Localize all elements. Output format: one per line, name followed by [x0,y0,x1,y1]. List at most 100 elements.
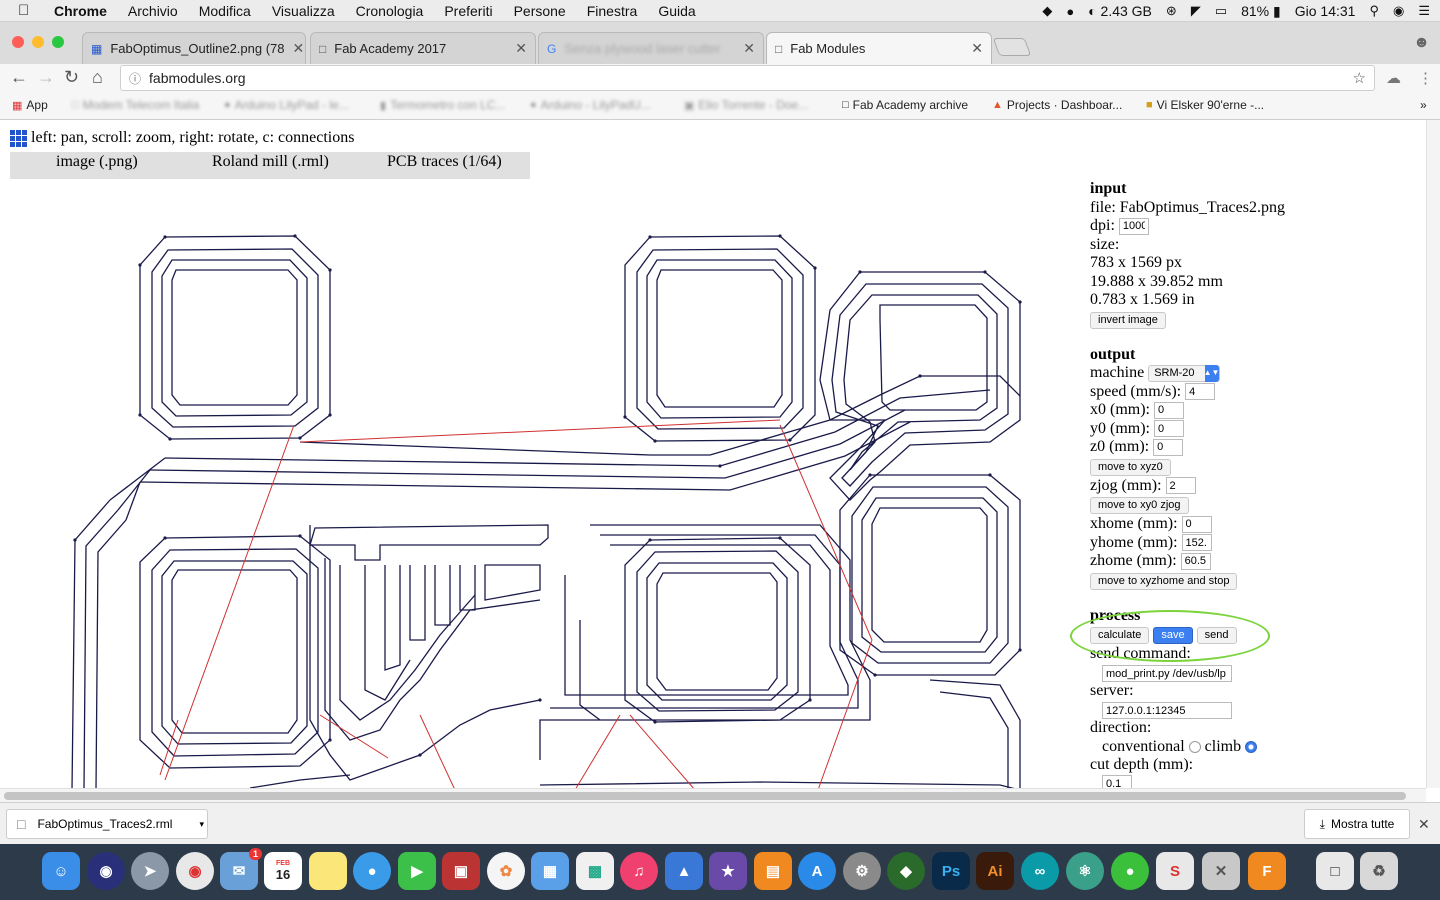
speed-input[interactable] [1185,383,1216,401]
menu-visualizza[interactable]: Visualizza [271,2,335,19]
menu-archivio[interactable]: Archivio [127,2,178,19]
launchpad-icon[interactable]: ➤ [131,852,169,890]
home-icon[interactable]: ⌂ [92,67,103,87]
move-to-xy0-zjog-button[interactable]: move to xy0 zjog [1090,497,1189,514]
photos-icon[interactable]: ✿ [487,852,525,890]
toolpath-canvas[interactable] [0,180,1080,791]
dpi-input[interactable] [1118,217,1149,235]
illustrator-icon[interactable]: Ai [976,852,1014,890]
download-options-icon[interactable]: ▾ [199,818,204,829]
bookmark-termometro[interactable]: ▮Termometro con LC... [380,98,506,112]
close-window-button[interactable] [12,36,24,48]
x0-input[interactable] [1154,401,1184,419]
menu-cronologia[interactable]: Cronologia [355,2,424,19]
vertical-scrollbar[interactable] [1426,120,1440,788]
mode-image-png[interactable]: image (.png) [56,153,138,170]
mode-pcb-traces[interactable]: PCB traces (1/64) [387,153,502,170]
bluetooth-icon[interactable]: ⊛ [1165,3,1177,18]
photo-booth-icon[interactable]: ▣ [442,852,480,890]
bookmark-elio[interactable]: ▣Elio Torrente - Doe... [684,98,809,112]
memory-status[interactable]: ◐ 2.43 GB [1088,3,1152,19]
conventional-radio[interactable] [1188,740,1201,753]
keynote-icon[interactable]: ▲ [665,852,703,890]
menu-preferiti[interactable]: Preferiti [444,2,493,19]
numbers-icon[interactable]: ▩ [576,852,614,890]
reload-icon[interactable]: ↻ [64,67,80,87]
address-bar[interactable]: ⓘ fabmodules.org ☆ [120,65,1375,91]
notes-icon[interactable] [309,852,347,890]
menu-modifica[interactable]: Modifica [198,2,251,19]
zjog-input[interactable] [1165,477,1196,495]
move-to-xyzhome-button[interactable]: move to xyzhome and stop [1090,572,1238,590]
tools-icon[interactable]: ✕ [1202,852,1240,890]
finder-icon[interactable]: ☺ [42,852,80,890]
imovie-icon[interactable]: ★ [709,852,747,890]
system-preferences-icon[interactable]: ⚙ [843,852,881,890]
facetime-icon[interactable]: ▶ [398,852,436,890]
yhome-input[interactable] [1181,534,1212,552]
zoom-window-button[interactable] [52,36,64,48]
siri-dock-icon[interactable]: ◉ [87,852,125,890]
bookmark-projects-dashboard[interactable]: ▲Projects · Dashboar... [992,98,1123,112]
menu-finestra[interactable]: Finestra [586,2,638,19]
menu-guida[interactable]: Guida [658,2,696,19]
close-tab-icon[interactable]: ✕ [971,40,983,56]
server-input[interactable] [1102,702,1232,719]
bookmark-arduino-lilypadu[interactable]: ●Arduino - LilyPadU... [530,98,651,112]
close-tab-icon[interactable]: ✕ [292,40,305,56]
chrome-dock-icon[interactable]: ◉ [176,852,214,890]
z0-input[interactable] [1153,438,1184,456]
close-tab-icon[interactable]: ✕ [743,40,755,56]
zhome-input[interactable] [1180,552,1211,570]
climb-radio[interactable] [1245,740,1258,753]
sublime-icon[interactable]: S [1156,852,1194,890]
tab-google-search[interactable]: G Senza plywood laser cutter ✕ [538,32,764,64]
fusion360-icon[interactable]: F [1248,852,1286,890]
siri-icon[interactable]: ◉ [1393,3,1405,18]
messages-icon[interactable]: ● [353,852,391,890]
ibooks-icon[interactable]: ▤ [754,852,792,890]
minimize-window-button[interactable] [32,36,44,48]
wifi-icon[interactable]: ◤ [1190,3,1201,18]
dropbox-icon[interactable]: ◆ [1042,3,1053,18]
chrome-menu-icon[interactable]: ⋮ [1418,70,1433,87]
itunes-icon[interactable]: ♫ [620,852,658,890]
machine-select[interactable]: SRM-20▲▼ [1148,364,1220,382]
extension-cloud-icon[interactable]: ☁ [1386,70,1401,87]
menu-persone[interactable]: Persone [513,2,566,19]
bookmark-apps[interactable]: ▦App [12,98,48,112]
close-shelf-icon[interactable]: ✕ [1418,816,1430,832]
bookmark-modem[interactable]: □Modem Telecom Italia [72,98,200,112]
bookmark-vi-elsker[interactable]: ■Vi Elsker 90'erne -... [1146,98,1265,112]
airplay-icon[interactable]: ▭ [1214,3,1228,18]
photoshop-icon[interactable]: Ps [932,852,970,890]
chat-icon[interactable]: ● [1066,3,1075,19]
back-icon[interactable]: ← [10,67,28,87]
clock[interactable]: Gio 14:31 [1294,3,1356,19]
send-command-input[interactable] [1102,665,1232,682]
tab-fab-academy-2017[interactable]: □ Fab Academy 2017 ✕ [310,32,536,64]
info-icon[interactable]: ⓘ [129,71,142,86]
arduino-icon[interactable]: ∞ [1021,852,1059,890]
inkscape-icon[interactable]: ◆ [887,852,925,890]
bookmarks-overflow-icon[interactable]: » [1420,98,1427,112]
apple-menu-icon[interactable]:  [18,2,38,19]
close-tab-icon[interactable]: ✕ [515,40,527,56]
tab-fab-modules[interactable]: □ Fab Modules ✕ [766,32,992,64]
move-to-xyz0-button[interactable]: move to xyz0 [1090,458,1171,476]
horizontal-scroll-thumb[interactable] [4,792,1406,800]
spotlight-search-icon[interactable]: ⚲ [1369,3,1379,18]
app-store-icon[interactable]: A [798,852,836,890]
preview-icon[interactable]: ▦ [531,852,569,890]
download-item[interactable]: □ FabOptimus_Traces2.rml ▾ [6,809,208,839]
bookmark-arduino-lilypad[interactable]: ●Arduino LilyPad - le... [224,98,349,112]
horizontal-scrollbar[interactable] [0,788,1426,802]
wechat-icon[interactable]: ● [1111,852,1149,890]
bookmark-star-icon[interactable]: ☆ [1352,70,1366,87]
trash-icon[interactable]: ♻ [1360,852,1398,890]
battery-status[interactable]: 81% ▮ [1241,2,1281,19]
recent-document-icon[interactable]: □ [1316,852,1354,890]
y0-input[interactable] [1154,420,1184,438]
modules-grid-icon[interactable] [10,129,27,147]
